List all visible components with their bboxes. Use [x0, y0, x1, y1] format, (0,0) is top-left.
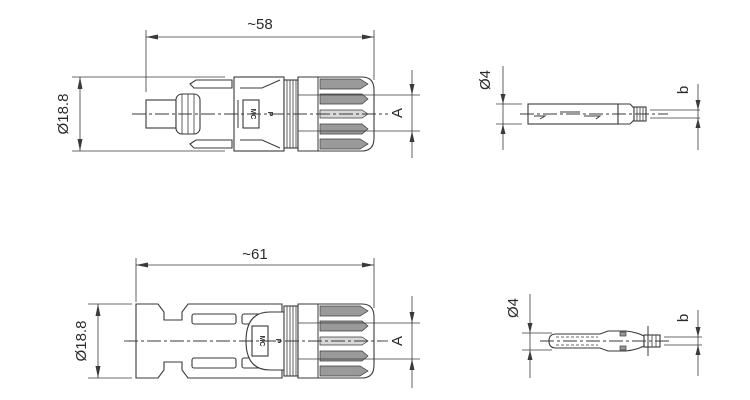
top-contact: Ø4 b	[477, 66, 701, 150]
bottom-length-dimension: ~61	[135, 246, 375, 308]
bottom-marking-mc: MC	[258, 336, 265, 347]
top-diameter-label: Ø18.8	[55, 94, 72, 135]
bottom-contact-diameter-label: Ø4	[505, 298, 522, 318]
bottom-marking-p: P	[274, 339, 281, 344]
top-latch-lower	[189, 139, 233, 149]
bottom-cable-dimension: A	[298, 296, 420, 388]
top-length-dimension: ~58	[145, 16, 375, 92]
bottom-length-label: ~61	[242, 246, 267, 263]
top-contact-crimp-label: b	[675, 86, 692, 94]
bottom-contact: Ø4 b	[505, 294, 702, 378]
top-cable-dimension: A	[298, 70, 420, 158]
top-contact-diameter-label: Ø4	[477, 70, 494, 90]
bottom-diameter-label: Ø18.8	[73, 321, 90, 362]
top-diameter-dimension: Ø18.8	[55, 76, 225, 152]
top-length-label: ~58	[247, 16, 272, 33]
top-connector: ~58 Ø18.8 MC P	[55, 16, 420, 158]
top-marking-p: P	[266, 112, 273, 117]
top-cable-label: A	[389, 108, 406, 118]
bottom-connector: ~61 Ø18.8 MC P	[73, 246, 420, 388]
bottom-cable-label: A	[389, 336, 406, 346]
bottom-diameter-dimension: Ø18.8	[73, 303, 132, 379]
top-latch-upper	[189, 79, 233, 89]
bottom-contact-crimp-label: b	[675, 314, 692, 322]
